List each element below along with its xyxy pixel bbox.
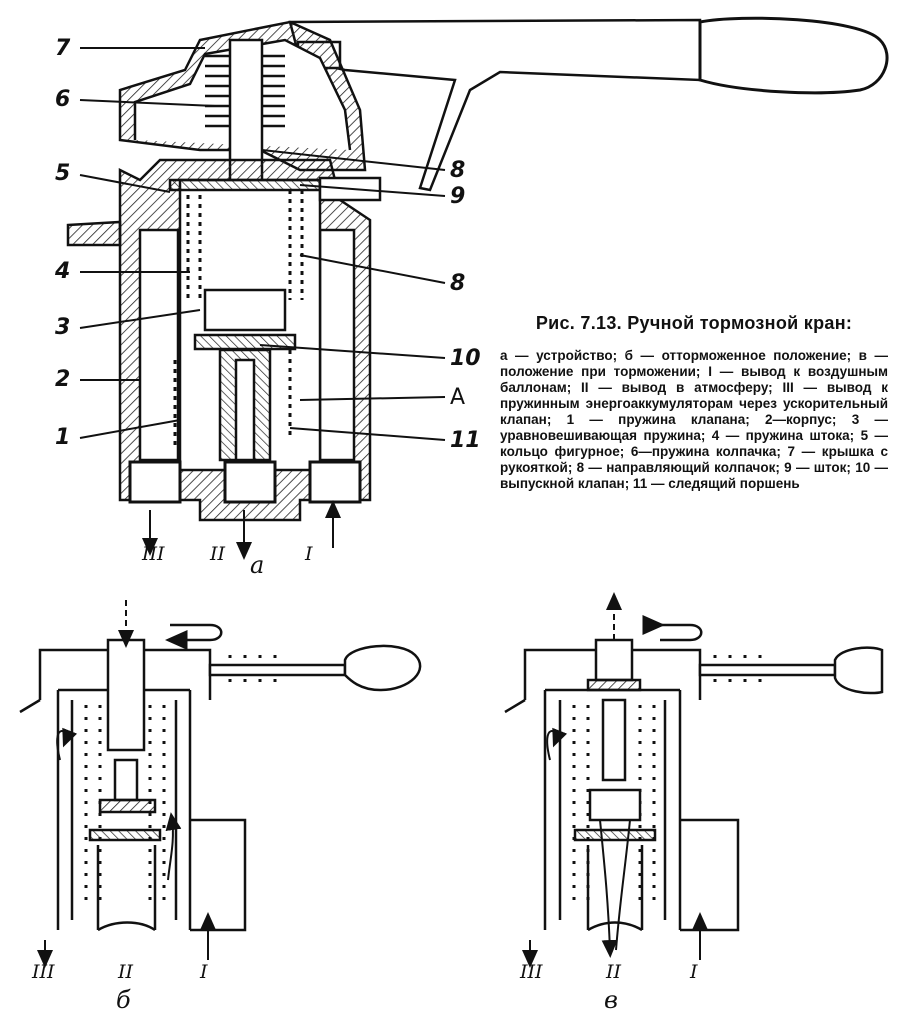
label-A: A [450, 385, 465, 410]
figure-caption: Рис. 7.13. Ручной тормозной кран: а — ус… [500, 312, 888, 492]
label-11: 11 [450, 428, 481, 453]
label-9: 9 [450, 184, 465, 209]
port-a-III: III [141, 543, 165, 565]
label-8: 8 [450, 271, 465, 296]
label-10: 10 [450, 346, 481, 371]
port-c-III: III [519, 961, 543, 983]
port-b-II: II [117, 961, 134, 983]
subfigure-b-label: б [116, 986, 131, 1014]
port-labels: III II I III II I III II I [31, 543, 698, 983]
part-labels: 7 6 5 4 3 2 1 8 9 8 10 A 11 [54, 36, 481, 453]
label-2: 2 [55, 367, 70, 392]
port-a-I: I [304, 543, 313, 565]
side-fitting [66, 220, 122, 247]
port-c-II: II [605, 961, 622, 983]
port-b-III: III [31, 961, 55, 983]
port-b-I: I [199, 961, 208, 983]
label-6: 6 [55, 87, 70, 112]
valve-spring [173, 350, 292, 450]
handle-grip [698, 16, 889, 95]
caption-title: Рис. 7.13. Ручной тормозной кран: [535, 313, 853, 333]
port-a-II: II [209, 543, 226, 565]
subfigure-labels: а б в [116, 551, 618, 1014]
label-5: 5 [55, 161, 70, 186]
subfigure-a-label: а [250, 551, 264, 579]
subfigure-c-label: в [604, 986, 618, 1014]
caption-body: а — устройство; б — отторможенное положе… [500, 348, 888, 491]
label-1: 1 [55, 425, 70, 450]
valve-section-a [66, 16, 889, 560]
guide-cap [203, 288, 287, 332]
port-c-I: I [689, 961, 698, 983]
valve-scheme-b [19, 600, 422, 968]
label-7: 7 [55, 36, 71, 61]
valve-scheme-c [504, 592, 884, 968]
shaped-ring [168, 178, 322, 192]
label-8-top: 8 [450, 158, 465, 183]
grip-b [343, 644, 422, 692]
grip-c [833, 646, 884, 695]
label-3: 3 [55, 315, 70, 340]
springs-c [572, 655, 762, 900]
label-4: 4 [54, 259, 70, 284]
